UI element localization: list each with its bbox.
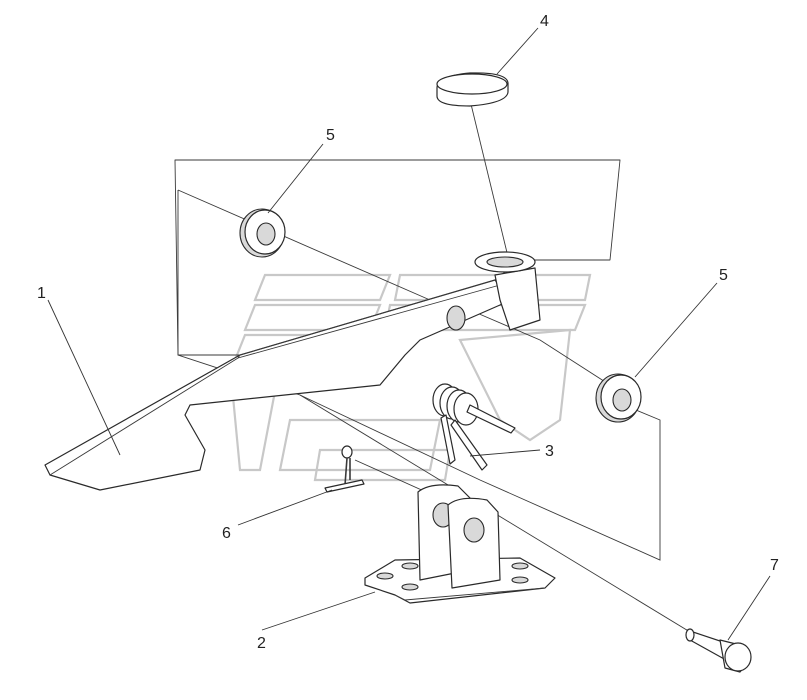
washer-part-5-left <box>239 208 286 258</box>
callout-labels: 1 2 3 4 5 5 6 7 <box>37 13 779 652</box>
callout-7: 7 <box>770 557 779 574</box>
cotter-pin-part-6 <box>324 445 365 493</box>
washer-part-5-right <box>595 373 642 423</box>
leader-lines <box>47 27 771 641</box>
torsion-spring-part-3 <box>432 383 516 471</box>
callout-6: 6 <box>222 525 231 542</box>
pivot-pin-part-7 <box>685 628 752 673</box>
callout-4: 4 <box>540 13 549 30</box>
callout-1: 1 <box>37 285 46 302</box>
bracket-part-2 <box>364 484 556 604</box>
callout-5a: 5 <box>326 127 335 144</box>
callout-5b: 5 <box>719 267 728 284</box>
pedal-plate <box>44 159 621 491</box>
pivot-hole-icon <box>446 305 466 331</box>
callout-3: 3 <box>545 443 554 460</box>
callout-2: 2 <box>257 635 266 652</box>
cap-part-4 <box>436 72 509 107</box>
